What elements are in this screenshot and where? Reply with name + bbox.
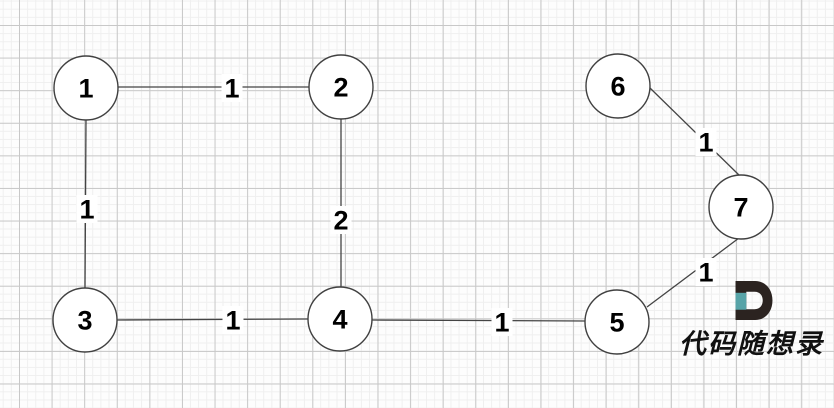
- graph-node-3: [52, 287, 118, 353]
- edge-weight-2-4: 2: [333, 206, 348, 236]
- edge-weight-bg-3-4: [222, 306, 244, 334]
- graph-node-label-7: 7: [733, 193, 748, 223]
- edge-weight-1-2: 1: [224, 74, 239, 104]
- edge-weight-3-4: 1: [225, 306, 240, 336]
- graph-node-label-1: 1: [78, 74, 93, 104]
- edge-weight-6-7: 1: [698, 128, 713, 158]
- graph-node-label-2: 2: [333, 73, 348, 103]
- graph-node-label-3: 3: [77, 306, 92, 336]
- edge-weight-1-3: 1: [79, 195, 94, 225]
- graph-node-label-5: 5: [609, 308, 624, 338]
- graph-node-7: [708, 174, 774, 240]
- edge-weight-bg-2-4: [330, 206, 352, 234]
- edge-weight-4-5: 1: [494, 308, 509, 338]
- graph-node-5: [584, 289, 650, 355]
- edge-weight-bg-1-3: [76, 195, 98, 223]
- graph-node-2: [308, 54, 374, 120]
- graph-node-4: [307, 286, 373, 352]
- edge-weight-bg-5-7: [695, 258, 717, 286]
- edge-5-7: [646, 237, 740, 308]
- edge-6-7: [649, 87, 741, 177]
- edge-3-4: [116, 318, 309, 321]
- graph-node-6: [585, 53, 651, 119]
- edge-weight-bg-4-5: [491, 308, 513, 336]
- edge-weight-5-7: 1: [698, 258, 713, 288]
- graph-node-1: [53, 55, 119, 121]
- edge-weight-bg-6-7: [695, 128, 717, 156]
- graph-node-label-6: 6: [610, 72, 625, 102]
- graph-node-label-4: 4: [332, 305, 347, 335]
- edge-weight-bg-1-2: [221, 74, 243, 102]
- edge-4-5: [371, 319, 586, 322]
